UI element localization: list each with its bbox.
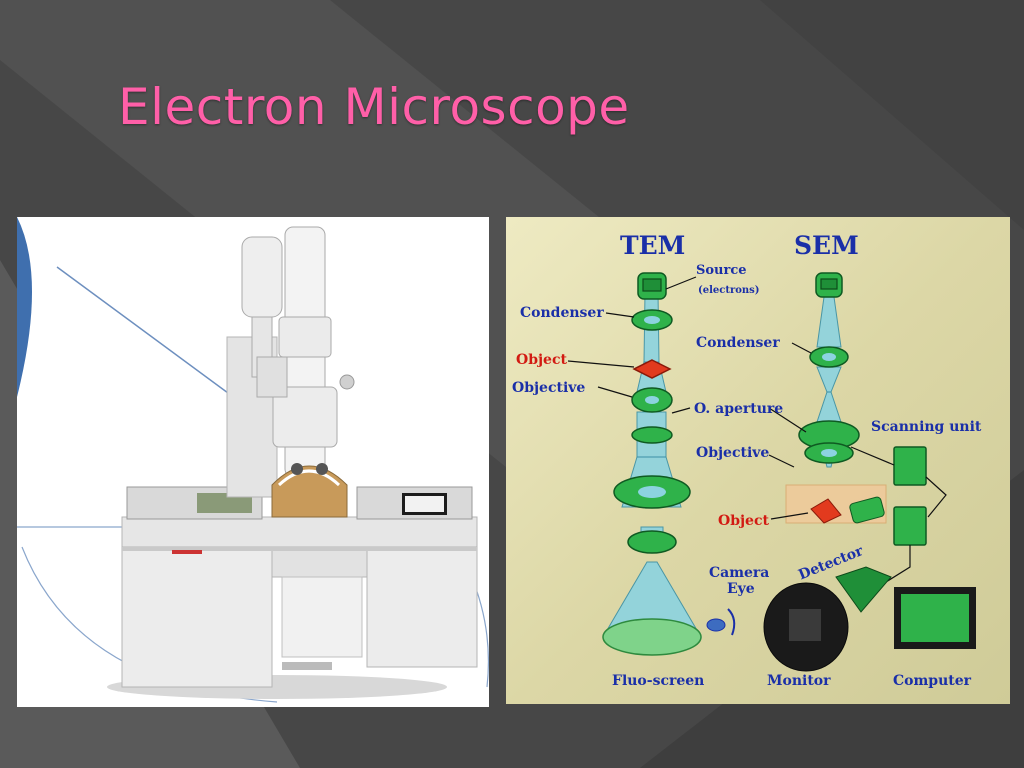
label-source: Source — [696, 263, 747, 278]
label-computer: Computer — [893, 673, 972, 689]
label-scanning-unit: Scanning unit — [871, 419, 982, 435]
label-tem-objective: Objective — [512, 380, 585, 396]
label-tem-object: Object — [516, 352, 567, 368]
label-fluo-screen: Fluo-screen — [612, 673, 704, 689]
sem-column — [763, 272, 976, 672]
label-monitor: Monitor — [767, 673, 831, 689]
microscope-illustration — [17, 217, 489, 703]
tem-title: TEM — [620, 231, 685, 260]
label-sem-object: Object — [718, 513, 769, 529]
sem-title: SEM — [794, 231, 859, 260]
label-objective: Objective — [696, 445, 769, 461]
label-camera: Camera — [709, 565, 769, 581]
label-source-sub: (electrons) — [698, 285, 760, 296]
label-tem-condenser: Condenser — [520, 305, 604, 321]
label-sem-condenser: Condenser — [696, 335, 780, 351]
tem-sem-schematic: TEM SEM — [512, 231, 982, 689]
slide-title: Electron Microscope — [118, 78, 630, 136]
label-eye: Eye — [727, 581, 755, 597]
microscope-photo — [17, 217, 489, 707]
tem-column — [602, 272, 736, 656]
label-o-aperture: O. aperture — [694, 401, 783, 417]
tem-sem-diagram: TEM SEM — [506, 217, 1010, 704]
